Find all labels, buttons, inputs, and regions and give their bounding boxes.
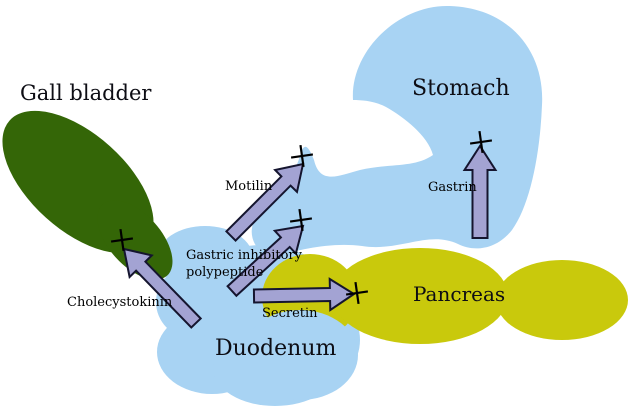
gastric-inhibitory-polypeptide-label: polypeptide (186, 265, 264, 280)
secretin-label: Secretin (262, 306, 318, 321)
gastric-inhibitory-polypeptide-label: Gastric inhibitory (186, 248, 303, 263)
gall-bladder-shape (2, 110, 173, 280)
pancreas-label: Pancreas (413, 282, 505, 306)
motilin-arrow (224, 162, 305, 243)
cholecystokinin-label: Cholecystokinin (67, 295, 173, 310)
gastric-inhibitory-polypeptide-plus-icon (289, 208, 313, 232)
duodenum-front-lobe (242, 310, 358, 400)
motilin-label: Motilin (225, 179, 273, 194)
cholecystokinin-arrow (122, 247, 203, 329)
gastric-inhibitory-polypeptide-arrow (226, 224, 305, 298)
stomach-label: Stomach (412, 76, 510, 101)
secretin-plus-icon (345, 281, 369, 305)
gall-bladder-label: Gall bladder (20, 81, 152, 105)
motilin-plus-icon (290, 144, 314, 168)
gastrin-plus-icon (469, 130, 493, 154)
secretin-arrow (252, 277, 356, 312)
gastrin-arrow (462, 144, 498, 239)
duodenum-label: Duodenum (215, 336, 336, 361)
gastrin-label: Gastrin (428, 180, 477, 195)
stomach-shape (251, 5, 543, 256)
cholecystokinin-plus-icon (110, 228, 134, 252)
